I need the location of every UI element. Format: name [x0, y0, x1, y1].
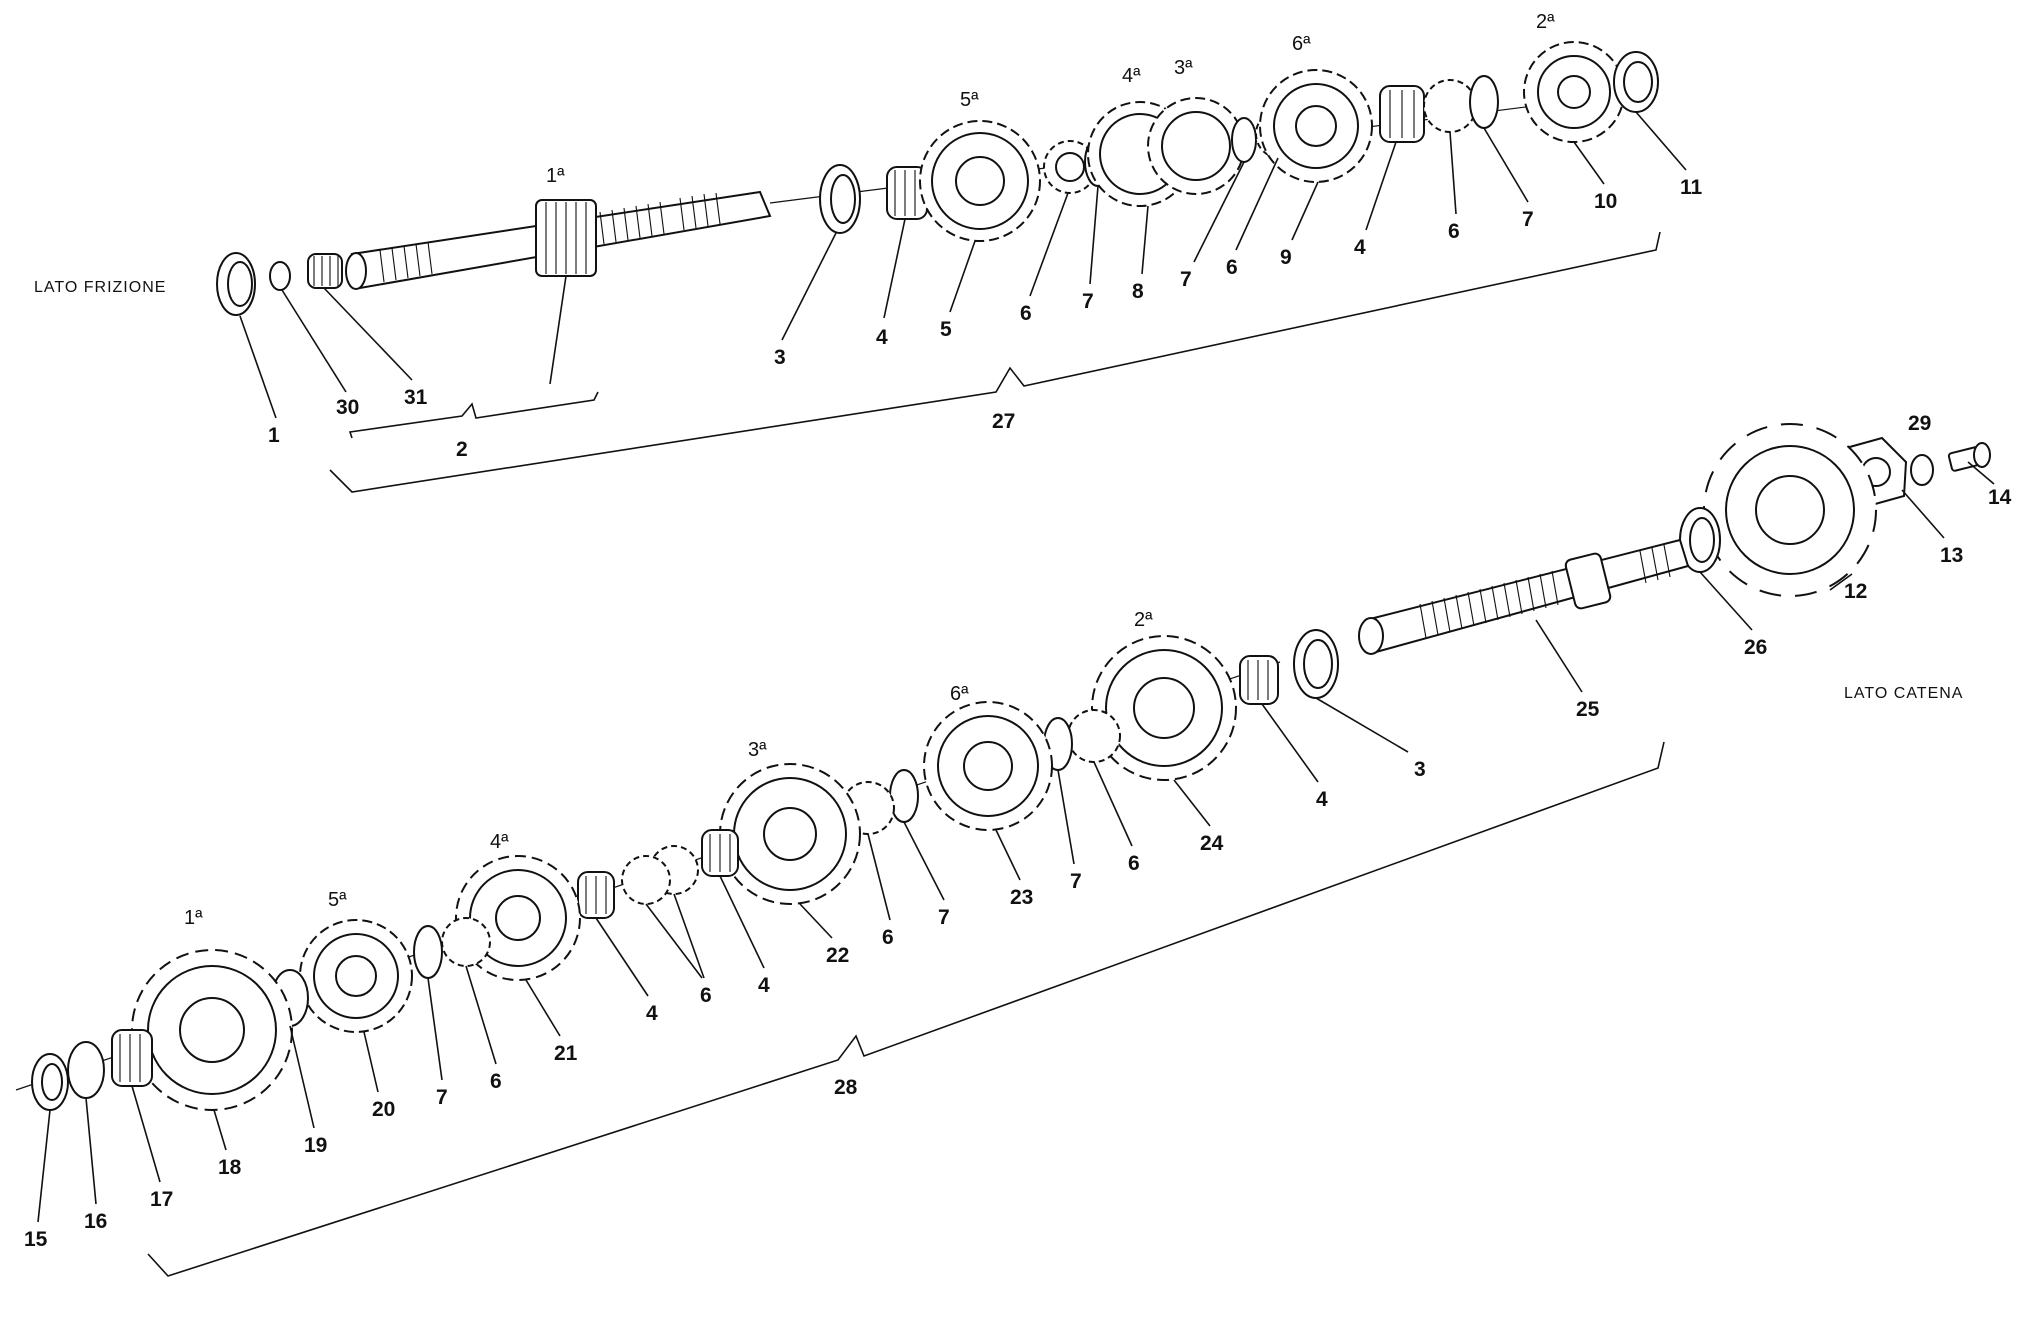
callout-18: 18: [218, 1156, 242, 1179]
callout-22: 22: [826, 944, 849, 967]
callout-13: 13: [1940, 544, 1963, 567]
callout-20: 20: [372, 1098, 395, 1121]
circlip: [413, 925, 443, 979]
ordinal-label: 1ª: [546, 165, 565, 187]
callout-4: 4: [1316, 788, 1328, 811]
callout-7: 7: [1082, 290, 1094, 313]
splined-washer: [441, 917, 491, 967]
lower-gear-ordinals: 1ª 5ª 4ª 3ª 6ª 2ª: [184, 609, 1153, 929]
upper-callouts: 1 30 31 2 3 4 5 6 7 8 7 6 9 4 6 7 10 11 …: [268, 176, 1703, 461]
callout-7: 7: [1070, 870, 1082, 893]
lock-washer: [1910, 454, 1934, 486]
needle-bearing: [307, 253, 343, 289]
callout-6: 6: [1020, 302, 1032, 325]
callout-25: 25: [1576, 698, 1600, 721]
callout-8: 8: [1132, 280, 1144, 303]
callout-6d: 6: [490, 1070, 502, 1093]
callout-2: 2: [456, 438, 468, 461]
callout-6c: 6: [1448, 220, 1460, 243]
callout-7c: 7: [436, 1086, 448, 1109]
retaining-bolt: [1947, 442, 1991, 472]
callout-6c: 6: [700, 984, 712, 1007]
ordinal-label: 2ª: [1134, 609, 1153, 631]
circlip: [1231, 117, 1257, 163]
upper-leader-lines: [239, 111, 1687, 419]
callout-5: 5: [940, 318, 952, 341]
circlip: [1469, 75, 1499, 129]
callout-4b: 4: [1354, 236, 1366, 259]
chain-side-label: LATO CATENA: [1844, 685, 1963, 702]
callout-19: 19: [304, 1134, 327, 1157]
ordinal-label: 3ª: [1174, 57, 1193, 79]
callout-16: 16: [84, 1210, 107, 1233]
ordinal-label: 4ª: [490, 831, 509, 853]
ordinal-label: 2ª: [1536, 11, 1555, 33]
splined-washer: [1067, 709, 1121, 763]
upper-shaft-assembly: [216, 41, 1687, 493]
callout-26: 26: [1744, 636, 1767, 659]
callout-12: 12: [1844, 580, 1867, 603]
callout-29: 29: [1908, 412, 1931, 435]
bushing: [269, 261, 291, 291]
clutch-side-label: LATO FRIZIONE: [34, 279, 166, 296]
needle-bearing: [111, 1029, 153, 1087]
callout-4: 4: [876, 326, 888, 349]
brace-28: [147, 741, 1665, 1277]
splined-washer: [1423, 79, 1477, 133]
lower-leader-lines: [37, 461, 1995, 1223]
callout-30: 30: [336, 396, 359, 419]
callout-17: 17: [150, 1188, 173, 1211]
callout-6b: 6: [882, 926, 894, 949]
callout-7c: 7: [1522, 208, 1534, 231]
ordinal-label: 1ª: [184, 907, 203, 929]
ordinal-label: 6ª: [950, 683, 969, 705]
lower-shaft-assembly: [15, 423, 1995, 1277]
callout-7b: 7: [938, 906, 950, 929]
callout-1: 1: [268, 424, 280, 447]
lower-callouts: 29 14 13 12 26 25 3 4 24 6 7 23 7 6 22 4…: [24, 412, 2012, 1251]
shaft-splines: [379, 192, 721, 283]
circlip: [889, 769, 919, 823]
callout-6b: 6: [1226, 256, 1238, 279]
needle-bearing: [1239, 655, 1279, 705]
callout-4b: 4: [758, 974, 770, 997]
shaft-splines: [1419, 544, 1671, 639]
callout-11: 11: [1680, 176, 1703, 199]
brace-27: [329, 231, 1661, 493]
side-labels: LATO FRIZIONE LATO CATENA: [34, 279, 1963, 702]
callout-21: 21: [554, 1042, 578, 1065]
thrust-washer: [67, 1041, 105, 1099]
ordinal-label: 5ª: [960, 89, 979, 111]
callout-9: 9: [1280, 246, 1292, 269]
callout-3: 3: [1414, 758, 1426, 781]
ordinal-label: 3ª: [748, 739, 767, 761]
callout-31: 31: [404, 386, 428, 409]
callout-15: 15: [24, 1228, 48, 1251]
ordinal-label: 6ª: [1292, 33, 1311, 55]
brace-2: [348, 391, 599, 439]
upper-gear-ordinals: 1ª 5ª 4ª 3ª 6ª 2ª: [546, 11, 1555, 187]
ordinal-label: 5ª: [328, 889, 347, 911]
callout-14: 14: [1988, 486, 2012, 509]
callout-10: 10: [1594, 190, 1617, 213]
callout-28: 28: [834, 1076, 858, 1099]
callout-7b: 7: [1180, 268, 1192, 291]
ordinal-label: 4ª: [1122, 65, 1141, 87]
secondary-shaft: [1364, 538, 1690, 654]
callout-23: 23: [1010, 886, 1033, 909]
callout-27: 27: [992, 410, 1015, 433]
callout-6: 6: [1128, 852, 1140, 875]
callout-4c: 4: [646, 1002, 658, 1025]
callout-3: 3: [774, 346, 786, 369]
callout-24: 24: [1200, 832, 1224, 855]
splined-washer: [621, 855, 671, 905]
